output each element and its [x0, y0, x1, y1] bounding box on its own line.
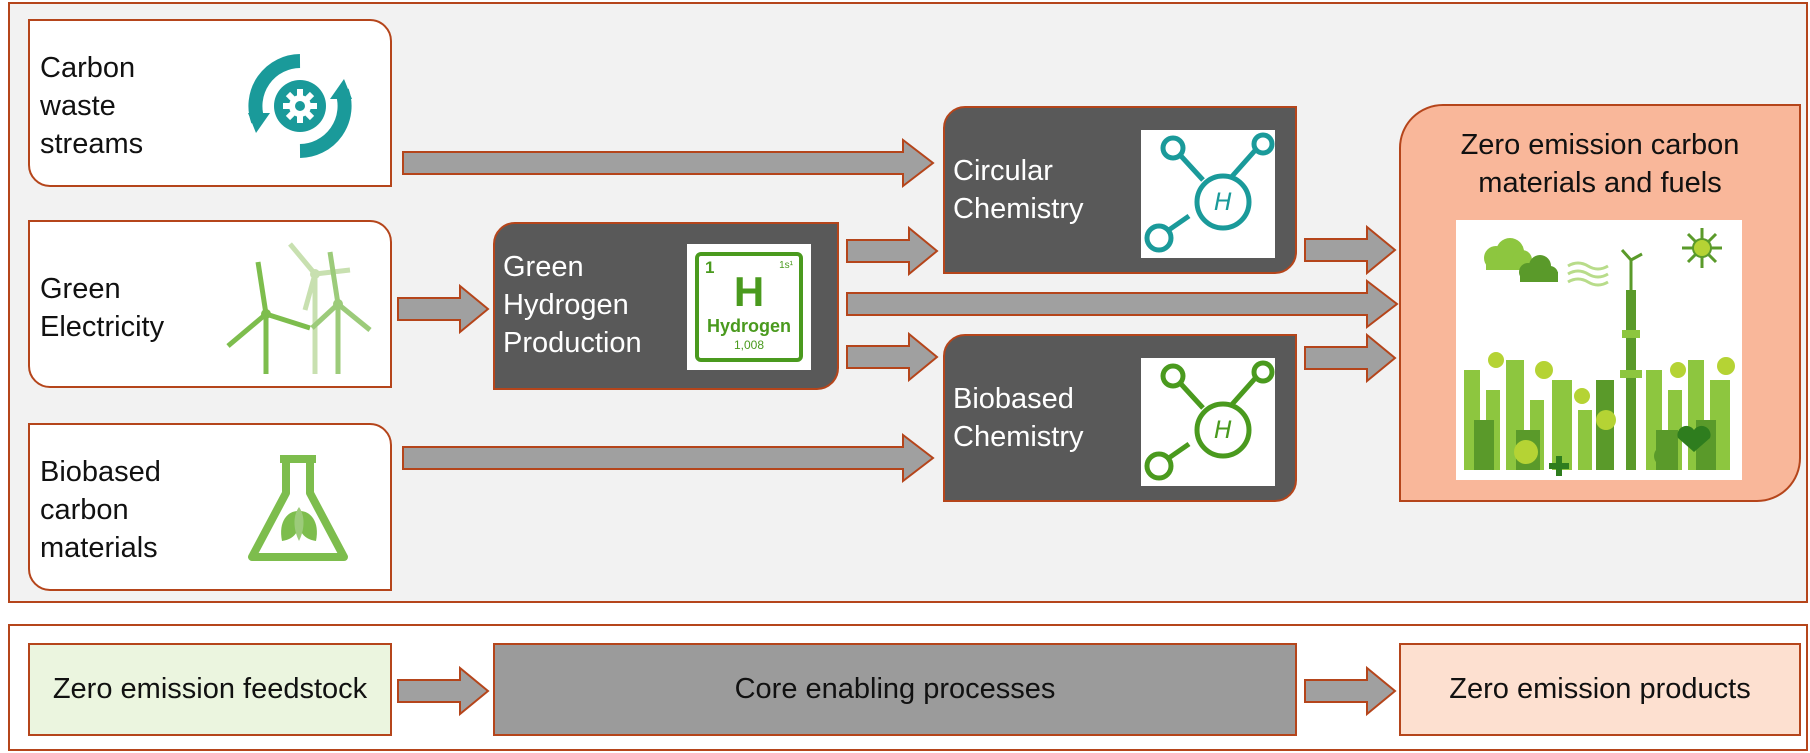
arrow-hydrogen-to-output [846, 278, 1399, 330]
hydrogen-molecule-icon: H [1144, 132, 1275, 253]
arrow-circular-to-output [1304, 224, 1397, 276]
element-name: Hydrogen [706, 316, 791, 336]
hydrogen-molecule-icon: H [1144, 360, 1275, 481]
legend-core: Core enabling processes [493, 643, 1297, 736]
input-green-electricity: Green Electricity [28, 220, 392, 388]
hydrogen-element-tile: 1 1s¹ H Hydrogen 1,008 [687, 244, 811, 370]
green-hydrogen-production-box: Green Hydrogen Production 1 1s¹ H Hydrog… [493, 222, 839, 390]
wind-turbine-icon [226, 242, 372, 374]
input-carbon-waste-streams: Carbon waste streams [28, 19, 392, 187]
arrow-electricity-to-hydrogen [397, 283, 490, 335]
svg-text:H: H [1214, 416, 1232, 444]
input-label: Carbon waste streams [40, 52, 144, 160]
arrow-hydrogen-to-biobased [846, 331, 939, 383]
recycle-gear-icon [248, 54, 352, 158]
biobased-chemistry-box: Biobased Chemistry H [943, 334, 1297, 502]
legend-arrow-feedstock-to-core [397, 665, 490, 717]
legend-feedstock: Zero emission feedstock [28, 643, 392, 736]
element-mass: 1,008 [733, 338, 765, 352]
hydrogen-label: Green Hydrogen Production [503, 251, 642, 359]
biobased-molecule-tile: H [1141, 358, 1275, 486]
output-box: Zero emission carbon materials and fuels [1399, 104, 1801, 502]
output-label: Zero emission carbon materials and fuels [1460, 129, 1740, 199]
legend-arrow-core-to-products [1304, 665, 1397, 717]
input-label: Biobased carbon materials [40, 456, 161, 564]
circular-chemistry-box: Circular Chemistry H [943, 106, 1297, 274]
element-symbol: H [733, 268, 765, 315]
circular-molecule-tile: H [1141, 130, 1275, 258]
element-number: 1 [705, 258, 715, 277]
arrow-carbon-to-circular [402, 137, 935, 189]
element-config: 1s¹ [779, 260, 793, 271]
chemistry-label: Biobased Chemistry [953, 383, 1084, 453]
svg-text:H: H [1214, 188, 1232, 216]
hydrogen-element-frame: 1 1s¹ H Hydrogen 1,008 [695, 252, 803, 362]
arrow-hydrogen-to-circular [846, 225, 939, 277]
input-label: Green Electricity [40, 273, 165, 343]
green-city-tile [1456, 220, 1742, 480]
chemistry-label: Circular Chemistry [953, 155, 1084, 225]
arrow-biobased-materials-to-biobased-chemistry [402, 432, 935, 484]
arrow-biobased-to-output [1304, 332, 1397, 384]
flask-leaf-icon [248, 455, 348, 561]
input-biobased-carbon-materials: Biobased carbon materials [28, 423, 392, 591]
green-city-icon [1464, 228, 1735, 476]
legend-products: Zero emission products [1399, 643, 1801, 736]
